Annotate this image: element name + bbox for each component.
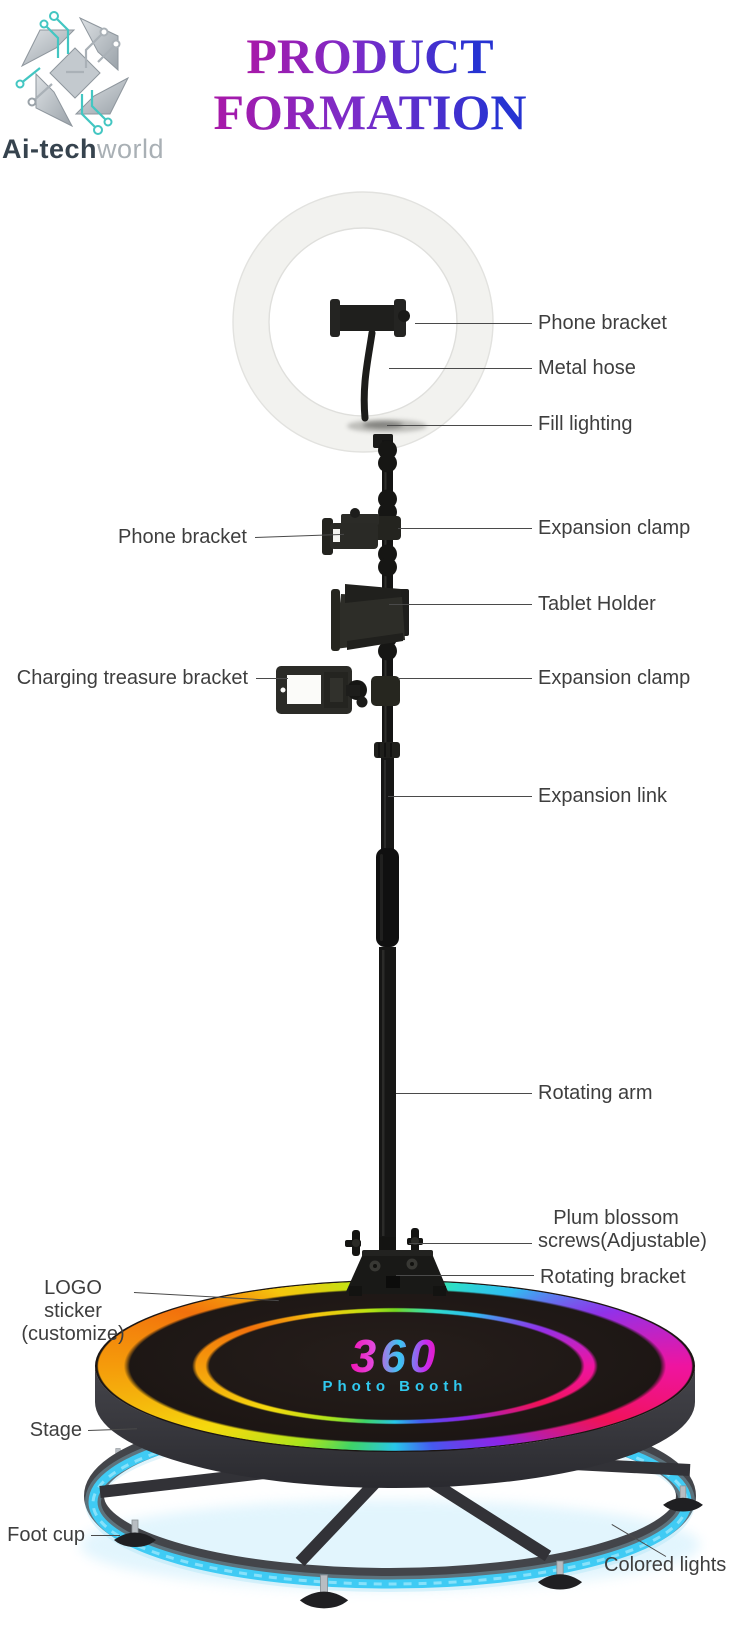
charging-treasure-bracket-part [276,666,352,714]
rotating-bracket-part [345,1250,449,1296]
label-fill-lighting: Fill lighting [538,413,633,435]
leader-rotating-arm [396,1093,532,1094]
leader-phone-bracket-top [415,323,532,324]
label-tablet-holder: Tablet Holder [538,593,656,615]
brand-name-bold: Ai-tech [2,134,98,164]
foot-cup-front [299,1574,349,1609]
metal-hose [360,329,376,422]
leader-rotating-bracket [396,1275,534,1276]
label-expansion-link: Expansion link [538,785,667,807]
label-rotating-arm: Rotating arm [538,1082,653,1104]
label-stage: Stage [29,1419,82,1441]
phone-bracket-side-part [322,508,379,555]
label-plum-blossom-line2: screws(Adjustable) [538,1230,707,1252]
label-plum-blossom: Plum blossom screws(Adjustable) [538,1207,707,1253]
platform-logo-sticker: 360 Photo Booth [295,1330,495,1395]
leader-foot-cup [91,1535,120,1536]
label-charging-treasure-bracket: Charging treasure bracket [16,667,248,689]
brand-name: Ai-techworld [2,134,164,165]
rotating-arm-part [379,947,396,1239]
label-colored-lights: Colored lights [604,1554,727,1576]
logo-photo-booth-text: Photo Booth [322,1378,468,1395]
label-plum-blossom-line1: Plum blossom [553,1207,679,1229]
label-expansion-clamp-top: Expansion clamp [538,517,691,539]
leader-tablet-holder [389,604,532,605]
label-logo-sticker-line1: LOGO sticker [44,1277,102,1322]
leader-plum-blossom [409,1243,532,1244]
phone-bracket-top-part [330,299,410,337]
foam-grip [376,848,399,947]
tablet-holder-part [331,584,409,651]
ring-light [232,191,494,453]
stage-side-wall [95,1366,695,1488]
foot-cup-left [114,1519,156,1547]
leader-expansion-clamp-bottom [398,678,532,679]
page-title: PRODUCT FORMATION [85,28,655,140]
label-logo-sticker: LOGO sticker (customize) [13,1277,133,1346]
expansion-link-part [374,742,400,850]
logo-360-text: 360 [350,1330,440,1382]
expansion-clamp-bottom-part [346,676,400,708]
leader-charging-treasure-bracket [256,678,288,679]
label-expansion-clamp-bottom: Expansion clamp [538,667,691,689]
leader-expansion-link [388,796,532,797]
label-phone-bracket-top: Phone bracket [538,312,667,334]
foot-cup-front-right [537,1560,583,1590]
pole-ball-joints [378,440,397,661]
brand-name-light: world [97,134,165,164]
label-phone-bracket-left: Phone bracket [118,526,247,548]
label-logo-sticker-line2: (customize) [21,1323,125,1345]
brand-circuit-logo-icon [15,11,130,135]
foot-cup-right [663,1485,703,1512]
page-title-line1: PRODUCT [246,28,494,84]
platform-rainbow-inner-ring [190,1307,600,1425]
page-title-line2: FORMATION [213,84,527,140]
label-foot-cup: Foot cup [7,1524,85,1546]
leader-fill-lighting [387,425,532,426]
leader-metal-hose [389,368,532,369]
leader-expansion-clamp-top [398,528,532,529]
label-rotating-bracket: Rotating bracket [540,1266,686,1288]
label-metal-hose: Metal hose [538,357,636,379]
